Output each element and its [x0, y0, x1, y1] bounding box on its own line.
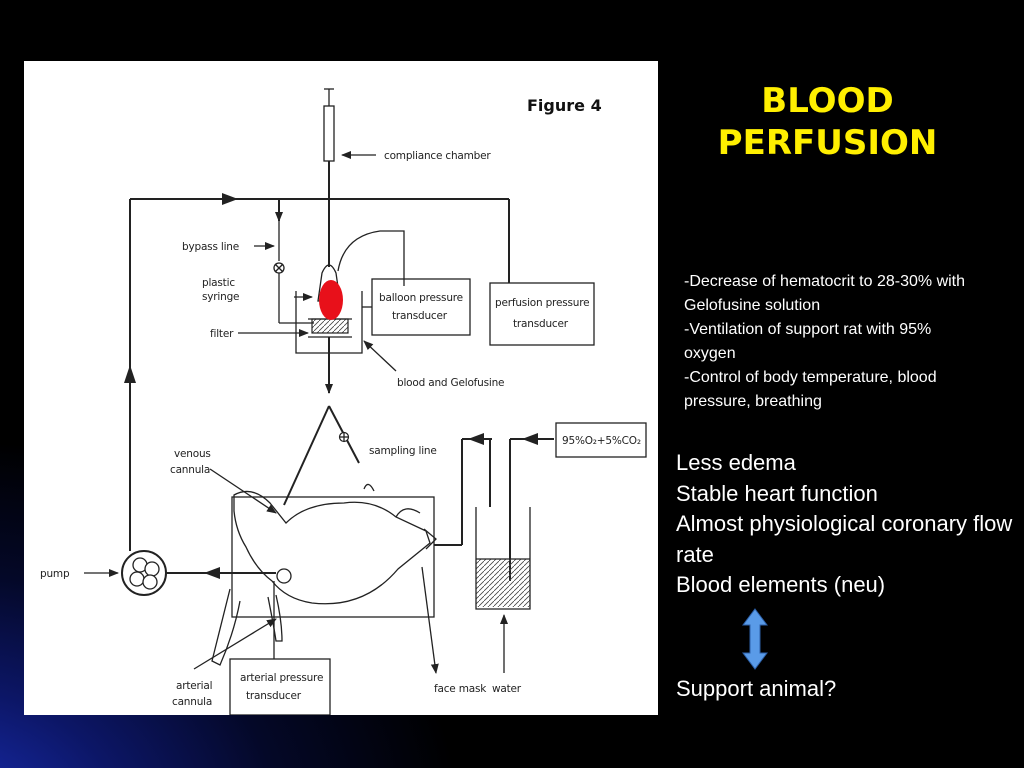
- syringe-label-2: syringe: [202, 291, 239, 303]
- facemask-label: face mask: [434, 683, 487, 695]
- double-arrow-icon: [742, 608, 768, 670]
- compliance-chamber: [323, 88, 335, 261]
- heart-marker: [319, 280, 343, 320]
- blood-label: blood and Gelofusine: [397, 377, 504, 389]
- slide-title-line1: BLOOD: [761, 81, 894, 121]
- perfusion-pressure-transducer: perfusion pressure transducer: [489, 282, 595, 346]
- svg-text:transducer: transducer: [392, 310, 448, 322]
- bypass-label: bypass line: [182, 241, 239, 253]
- venous-arrow: [209, 468, 277, 514]
- pump-label: pump: [40, 568, 70, 580]
- water-label: water: [492, 683, 522, 695]
- benefit-item: Less edema: [676, 450, 796, 475]
- venous-label-2: cannula: [170, 464, 210, 476]
- perfusion-setup-diagram: Figure 4 compliance chamber: [24, 61, 658, 715]
- arterial-cannula-label-1: arterial: [176, 680, 212, 692]
- arterial-cannula-arrow: [193, 618, 277, 670]
- arterial-cannula-label-2: cannula: [172, 696, 212, 708]
- syringe-label-1: plastic: [202, 277, 235, 289]
- svg-text:balloon pressure: balloon pressure: [379, 292, 463, 304]
- venous-label-1: venous: [174, 448, 211, 460]
- water-container: [475, 507, 531, 610]
- gas-label: 95%O₂+5%CO₂: [562, 435, 641, 447]
- benefit-item: Stable heart function: [676, 480, 878, 506]
- slide-title: BLOOD PERFUSION: [680, 80, 975, 164]
- svg-text:arterial pressure: arterial pressure: [240, 672, 323, 684]
- compliance-label: compliance chamber: [384, 150, 491, 162]
- heart-chamber: [295, 230, 405, 394]
- bypass-line: [273, 199, 314, 324]
- svg-text:perfusion pressure: perfusion pressure: [495, 297, 589, 309]
- balloon-pressure-transducer: balloon pressure transducer: [371, 278, 471, 336]
- pump: [121, 550, 167, 596]
- facemask-arrow: [421, 566, 439, 674]
- blood-arrow: [363, 340, 397, 372]
- gas-supply: 95%O₂+5%CO₂: [434, 422, 647, 581]
- detail-item: -Ventilation of support rat with 95% oxy…: [684, 321, 932, 362]
- details-list: -Decrease of hematocrit to 28-30% with G…: [684, 270, 974, 414]
- benefit-item: Blood elements (neu): [676, 572, 886, 597]
- svg-text:transducer: transducer: [513, 318, 569, 330]
- benefit-item: Almost physiological coronary flow rate: [676, 511, 1013, 567]
- diagram-svg: Figure 4 compliance chamber: [40, 88, 647, 715]
- detail-item: -Control of body temperature, blood pres…: [684, 369, 937, 410]
- figure-title: Figure 4: [527, 96, 602, 115]
- pump-flow-arrow: [204, 567, 220, 579]
- detail-item: -Decrease of hematocrit to 28-30% with G…: [684, 273, 966, 314]
- rat-platform: [211, 483, 437, 666]
- filter-label: filter: [210, 328, 234, 340]
- sampling-label: sampling line: [369, 445, 437, 457]
- support-question: Support animal?: [676, 676, 837, 701]
- venous-lines: [283, 405, 360, 506]
- benefits-list: Less edema Stable heart function Almost …: [676, 448, 1021, 601]
- flow-arrow-left: [124, 365, 136, 383]
- arterial-pressure-transducer: arterial pressure transducer: [229, 658, 331, 715]
- svg-text:transducer: transducer: [246, 690, 302, 702]
- slide-title-line2: PERFUSION: [717, 123, 938, 163]
- flow-arrow-top: [222, 193, 238, 205]
